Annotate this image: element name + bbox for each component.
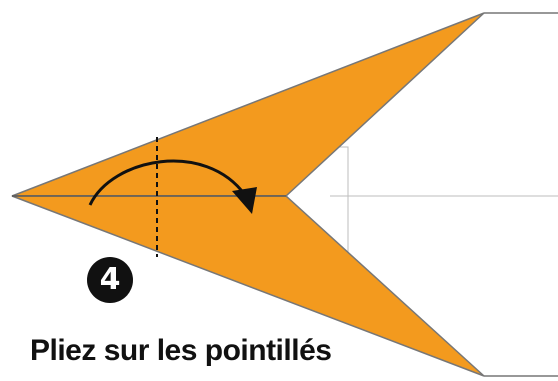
step-number-badge: 4 bbox=[87, 257, 133, 303]
instruction-caption: Pliez sur les pointillés bbox=[30, 334, 332, 367]
orange-wing-top bbox=[11, 12, 485, 197]
curved-arrow-right-icon bbox=[88, 159, 257, 214]
step-number: 4 bbox=[99, 262, 121, 297]
